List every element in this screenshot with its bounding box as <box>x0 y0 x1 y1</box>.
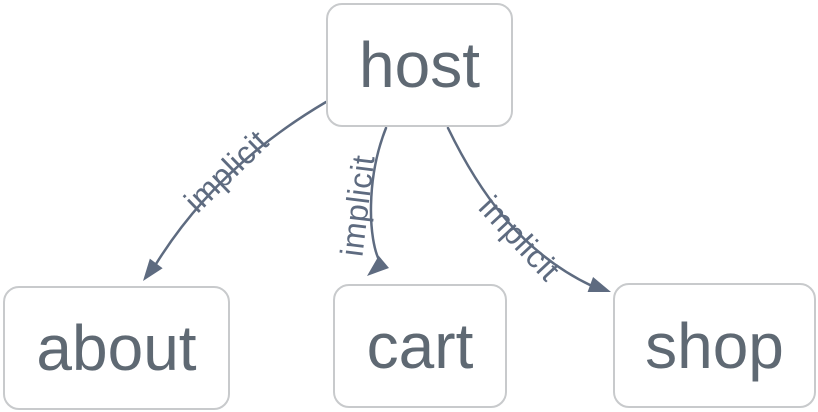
edge-host-about: implicit <box>143 100 328 281</box>
node-cart-label: cart <box>366 310 474 382</box>
node-host-label: host <box>359 29 480 101</box>
edge-label: implicit <box>177 123 275 220</box>
edge-label: implicit <box>472 189 568 288</box>
edge-host-about-path <box>154 100 328 266</box>
edge-host-shop: implicit <box>446 126 611 292</box>
node-cart[interactable]: cart <box>333 284 507 408</box>
arrowhead-icon <box>367 255 389 276</box>
node-about-label: about <box>36 312 197 384</box>
node-shop[interactable]: shop <box>613 283 816 408</box>
arrowhead-icon <box>587 276 611 292</box>
node-host[interactable]: host <box>326 3 513 127</box>
edge-host-cart: implicit <box>333 126 389 276</box>
node-about[interactable]: about <box>3 286 230 410</box>
edge-host-shop-path <box>446 126 594 288</box>
edge-host-cart-path <box>369 126 388 264</box>
arrowhead-icon <box>143 258 163 281</box>
node-shop-label: shop <box>645 309 784 382</box>
